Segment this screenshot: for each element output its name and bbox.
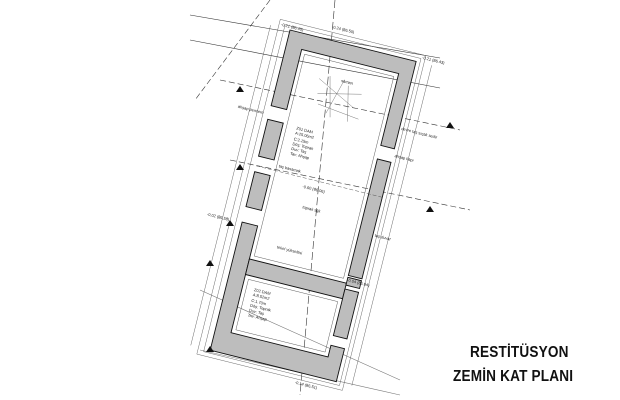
svg-text:Z01 DAM: Z01 DAM <box>296 126 314 135</box>
svg-text:Duv: Taş: Duv: Taş <box>248 307 264 316</box>
level-mark: -0.60 (86.06) <box>302 184 326 195</box>
drawing-title-line1: RESTİTÜSYON <box>470 344 569 361</box>
room-z01: Z01 DAM A:25.06m2 C:2.15m Döş: Toprak Du… <box>290 126 316 161</box>
level-mark: -0.02 (86.58) <box>206 211 230 222</box>
label-toprak: toprak sğk <box>302 204 321 213</box>
section-markers <box>206 86 454 352</box>
level-mark: -0.14 (86.51) <box>294 380 318 391</box>
label-ahsap-pencere: ahşap pencere <box>237 104 265 115</box>
label-tas-duvar: taş duvar <box>374 233 392 242</box>
label-saman: saman <box>341 78 354 86</box>
svg-text:Döş: Toprak: Döş: Toprak <box>292 141 314 151</box>
svg-text:Z02 DAM: Z02 DAM <box>254 287 272 296</box>
hay-hatch <box>317 76 362 122</box>
drawing-title-line2: ZEMİN KAT PLANI <box>453 368 574 385</box>
room-z02: Z02 DAM A:8.52m2 C:1.70m Döş: Toprak Duv… <box>247 287 272 322</box>
building-plan: saman Z01 DAM A:25.06m2 C:2.15m Döş: Top… <box>190 19 446 391</box>
label-tas-basamak: taş basamak <box>278 163 301 173</box>
walls <box>209 29 417 383</box>
label-tekel: tekel yükseltisi <box>277 244 303 255</box>
svg-text:Döş: Toprak: Döş: Toprak <box>250 303 272 313</box>
svg-text:Tav: Ahşap: Tav: Ahşap <box>290 151 311 161</box>
label-ahsap-kapi: ahşap kapı <box>394 153 414 163</box>
level-mark: -0.24 (86.50) <box>331 24 355 35</box>
level-mark: -0.04 (86.94) <box>347 277 371 288</box>
svg-text:A:25.06m2: A:25.06m2 <box>295 130 316 140</box>
svg-text:Tav: Ahşap: Tav: Ahşap <box>247 312 268 322</box>
svg-text:Duv: Taş: Duv: Taş <box>291 146 307 155</box>
svg-text:C:2.15m: C:2.15m <box>293 136 310 145</box>
level-mark: -0.21 (86.43) <box>422 55 446 66</box>
svg-text:C:1.70m: C:1.70m <box>251 298 268 307</box>
level-mark: -0.21 (86.45) <box>281 22 305 33</box>
svg-text:A:8.52m2: A:8.52m2 <box>252 292 271 301</box>
